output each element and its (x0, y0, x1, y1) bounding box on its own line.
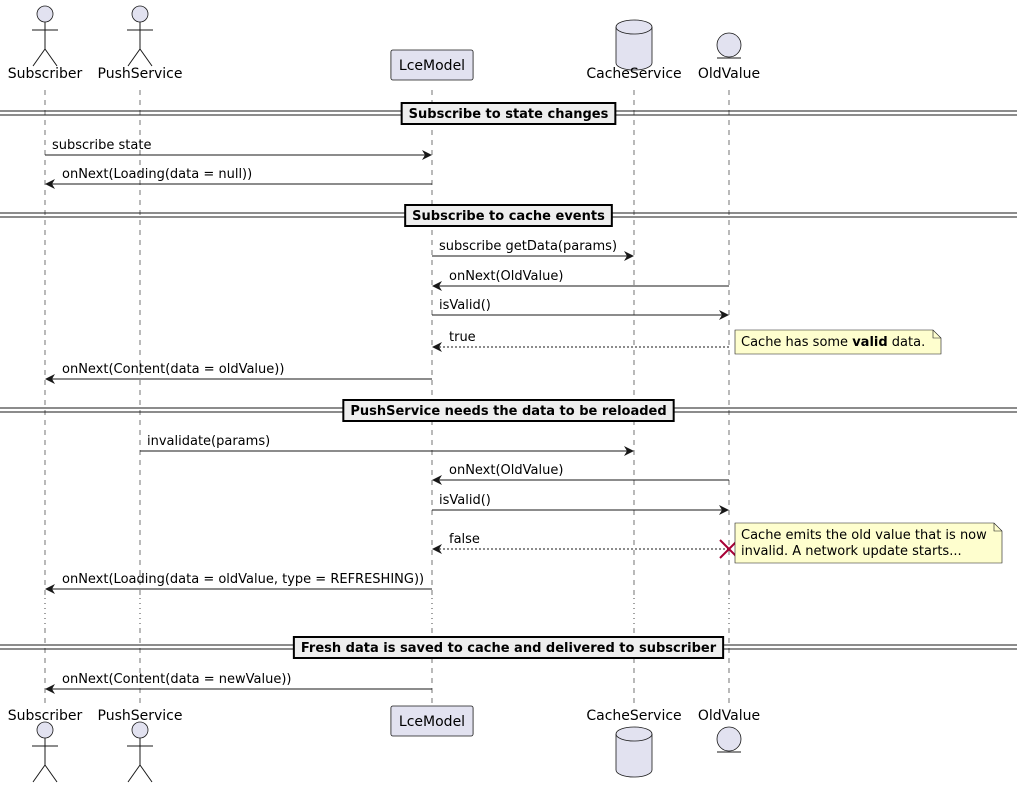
note-text-segment: data. (888, 335, 926, 350)
message-label: onNext(Content(data = newValue)) (62, 672, 291, 687)
participant-cacheservice-head: CacheService (586, 19, 682, 82)
message: isValid() (432, 298, 729, 320)
entity-circle (716, 32, 742, 58)
message-label: onNext(Loading(data = null)) (62, 167, 252, 182)
participant-label: LceModel (399, 58, 465, 74)
divider-label: Fresh data is saved to cache and deliver… (301, 641, 717, 656)
note-text: invalid. A network update starts... (741, 544, 962, 559)
note-box (734, 522, 1003, 564)
actor-body (127, 22, 153, 67)
database-rim (615, 733, 653, 742)
message: onNext(Loading(data = null)) (45, 167, 432, 189)
message-label: false (449, 532, 480, 547)
participant-label: LceModel (399, 714, 465, 730)
message: onNext(OldValue) (432, 269, 729, 291)
divider-label: Subscribe to state changes (409, 107, 609, 122)
divider-label: Subscribe to cache events (412, 209, 605, 224)
participant-label: Subscriber (8, 66, 83, 82)
divider-label: PushService needs the data to be reloade… (350, 404, 666, 419)
message-label: onNext(OldValue) (449, 269, 563, 284)
participant-subscriber-head: Subscriber (8, 5, 83, 82)
participant-cacheservice-foot: CacheService (586, 708, 682, 778)
participant-lcemodel-foot: LceModel (390, 705, 474, 737)
actor-head (131, 721, 149, 739)
section-divider: PushService needs the data to be reloade… (0, 399, 1017, 422)
divider-box (342, 399, 675, 422)
participant-label: PushService (98, 66, 183, 82)
note-fold (993, 523, 1002, 532)
note-text-segment: Cache has some (741, 335, 852, 350)
message: onNext(Content(data = oldValue)) (45, 362, 432, 384)
participant-label: PushService (98, 708, 183, 724)
actor-body (127, 738, 153, 783)
database-body (615, 19, 653, 71)
note-text-segment: invalid. A network update starts... (741, 544, 962, 559)
database-body (615, 726, 653, 778)
note: Cache emits the old value that is nowinv… (734, 522, 1003, 564)
section-divider: Fresh data is saved to cache and deliver… (0, 636, 1017, 659)
message-label: isValid() (439, 493, 491, 508)
section-divider: Subscribe to state changes (0, 102, 1017, 125)
actor-head (36, 5, 54, 23)
actor-head (36, 721, 54, 739)
note-text-bold: valid (852, 335, 887, 350)
participant-label: OldValue (698, 708, 760, 724)
note-text: Cache emits the old value that is now (741, 528, 987, 543)
participant-pushservice-foot: PushService (98, 708, 183, 783)
divider-box (292, 636, 725, 659)
note-box (734, 329, 942, 355)
message-label: onNext(Loading(data = oldValue, type = R… (62, 572, 424, 587)
divider-box (400, 102, 617, 125)
message: true (432, 330, 729, 352)
note-fold (932, 330, 941, 339)
entity-circle (716, 726, 742, 752)
message: subscribe state (45, 138, 432, 160)
participant-oldvalue-foot: OldValue (698, 708, 760, 753)
participant-label: OldValue (698, 66, 760, 82)
message: onNext(Loading(data = oldValue, type = R… (45, 572, 432, 594)
actor-head (131, 5, 149, 23)
participant-label: CacheService (586, 66, 681, 82)
message: onNext(Content(data = newValue)) (45, 672, 432, 694)
message: subscribe getData(params) (432, 239, 634, 261)
message-label: subscribe state (52, 138, 151, 153)
message-label: true (449, 330, 476, 345)
divider-box (404, 204, 613, 227)
actor-body (32, 22, 58, 67)
message-label: onNext(OldValue) (449, 463, 563, 478)
note: Cache has some valid data. (734, 329, 942, 355)
message: false (432, 532, 739, 559)
participant-oldvalue-head: OldValue (698, 32, 760, 82)
participant-subscriber-foot: Subscriber (8, 708, 83, 783)
participant-pushservice-head: PushService (98, 5, 183, 82)
actor-body (32, 738, 58, 783)
message-label: onNext(Content(data = oldValue)) (62, 362, 284, 377)
note-text-segment: Cache emits the old value that is now (741, 528, 987, 543)
message-label: invalidate(params) (147, 434, 270, 449)
participant-label: CacheService (586, 708, 681, 724)
message-label: isValid() (439, 298, 491, 313)
participant-box (390, 705, 474, 737)
participant-label: Subscriber (8, 708, 83, 724)
participant-lcemodel-head: LceModel (390, 49, 474, 81)
database-rim (615, 26, 653, 35)
message-label: subscribe getData(params) (439, 239, 617, 254)
participant-box (390, 49, 474, 81)
message: isValid() (432, 493, 729, 515)
message: onNext(OldValue) (432, 463, 729, 485)
section-divider: Subscribe to cache events (0, 204, 1017, 227)
note-text: Cache has some valid data. (741, 335, 925, 350)
message: invalidate(params) (140, 434, 634, 456)
